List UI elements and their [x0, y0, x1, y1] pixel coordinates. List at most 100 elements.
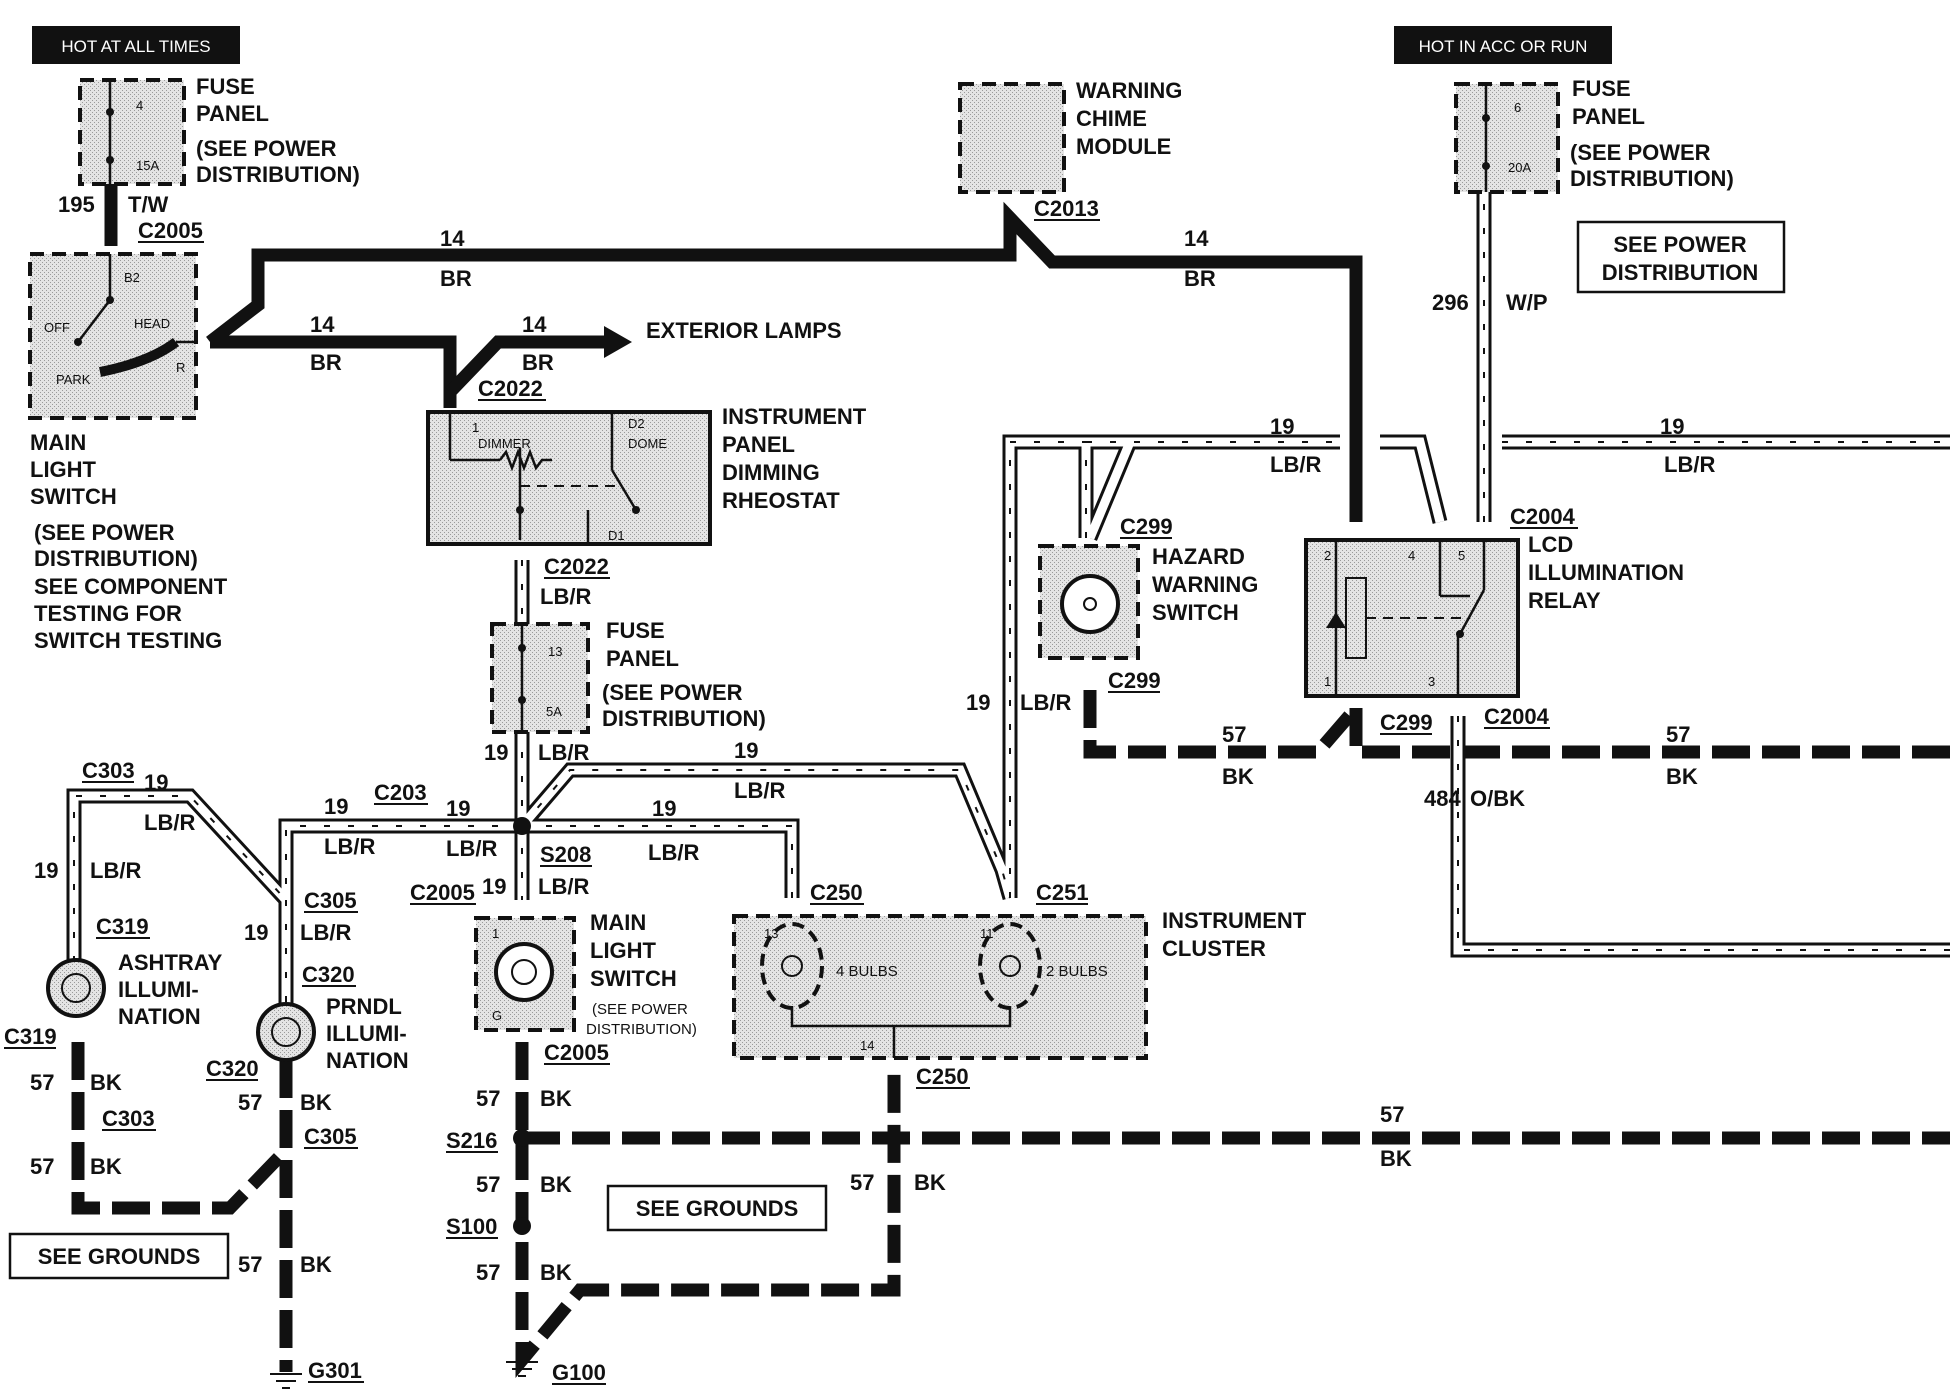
- svg-text:1: 1: [492, 926, 499, 941]
- svg-text:19: 19: [966, 690, 990, 715]
- svg-text:CLUSTER: CLUSTER: [1162, 936, 1266, 961]
- svg-text:DIMMER: DIMMER: [478, 436, 531, 451]
- ground-g301-icon: [270, 1373, 302, 1389]
- svg-text:SWITCH TESTING: SWITCH TESTING: [34, 628, 222, 653]
- warning-chime-module: [958, 82, 1066, 194]
- svg-text:15A: 15A: [136, 158, 159, 173]
- svg-text:S208: S208: [540, 842, 591, 867]
- main-light-switch-lower-label: MAIN LIGHT SWITCH (SEE POWER DISTRIBUTIO…: [586, 910, 697, 1038]
- svg-text:CHIME: CHIME: [1076, 106, 1147, 131]
- svg-text:G100: G100: [552, 1360, 606, 1385]
- svg-text:57: 57: [30, 1154, 54, 1179]
- svg-text:C203: C203: [374, 780, 427, 805]
- svg-text:BK: BK: [300, 1252, 332, 1277]
- svg-text:DIMMING: DIMMING: [722, 460, 820, 485]
- svg-text:INSTRUMENT: INSTRUMENT: [1162, 908, 1307, 933]
- svg-text:57: 57: [476, 1172, 500, 1197]
- svg-text:LB/R: LB/R: [648, 840, 699, 865]
- svg-text:57: 57: [476, 1086, 500, 1111]
- svg-text:D1: D1: [608, 528, 625, 543]
- svg-text:14: 14: [310, 312, 335, 337]
- svg-text:LB/R: LB/R: [734, 778, 785, 803]
- svg-text:C299: C299: [1108, 668, 1161, 693]
- svg-text:C250: C250: [810, 880, 863, 905]
- ground-g100-icon: [506, 1361, 538, 1377]
- svg-text:DISTRIBUTION): DISTRIBUTION): [34, 546, 198, 571]
- svg-text:19: 19: [1660, 414, 1684, 439]
- svg-text:296: 296: [1432, 290, 1469, 315]
- lcd-illumination-relay-label: LCD ILLUMINATION RELAY: [1528, 532, 1684, 613]
- svg-text:C319: C319: [96, 914, 149, 939]
- svg-text:LB/R: LB/R: [1020, 690, 1071, 715]
- svg-text:LIGHT: LIGHT: [30, 457, 97, 482]
- svg-text:BK: BK: [540, 1172, 572, 1197]
- svg-text:RELAY: RELAY: [1528, 588, 1601, 613]
- svg-text:1: 1: [1324, 674, 1331, 689]
- warning-chime-label: WARNING CHIME MODULE: [1076, 78, 1182, 159]
- svg-text:3: 3: [1428, 674, 1435, 689]
- svg-text:13: 13: [764, 926, 778, 941]
- ashtray-illumination-bulb: [46, 958, 106, 1018]
- svg-text:SEE GROUNDS: SEE GROUNDS: [636, 1196, 799, 1221]
- svg-text:LB/R: LB/R: [1664, 452, 1715, 477]
- svg-text:C2004: C2004: [1484, 704, 1550, 729]
- svg-text:57: 57: [1666, 722, 1690, 747]
- svg-text:4: 4: [136, 98, 143, 113]
- svg-text:1: 1: [472, 420, 479, 435]
- svg-text:D2: D2: [628, 416, 645, 431]
- svg-text:G: G: [492, 1008, 502, 1023]
- svg-text:G301: G301: [308, 1358, 362, 1383]
- svg-text:HOT AT ALL TIMES: HOT AT ALL TIMES: [61, 37, 210, 56]
- svg-text:ASHTRAY: ASHTRAY: [118, 950, 223, 975]
- svg-text:14: 14: [522, 312, 547, 337]
- svg-text:C305: C305: [304, 888, 357, 913]
- svg-text:DISTRIBUTION): DISTRIBUTION): [586, 1021, 697, 1038]
- svg-text:DISTRIBUTION): DISTRIBUTION): [602, 706, 766, 731]
- svg-text:11: 11: [980, 926, 994, 941]
- splice-s216: [513, 1129, 531, 1147]
- svg-text:BK: BK: [90, 1154, 122, 1179]
- svg-text:MODULE: MODULE: [1076, 134, 1171, 159]
- svg-text:6: 6: [1514, 100, 1521, 115]
- svg-text:S100: S100: [446, 1214, 497, 1239]
- svg-text:LB/R: LB/R: [1270, 452, 1321, 477]
- svg-text:C2022: C2022: [544, 554, 609, 579]
- svg-text:4 BULBS: 4 BULBS: [836, 963, 898, 980]
- fuse-panel-right: 6 20A: [1454, 82, 1560, 194]
- svg-text:C320: C320: [302, 962, 355, 987]
- svg-text:OFF: OFF: [44, 320, 70, 335]
- svg-text:5: 5: [1458, 548, 1465, 563]
- svg-text:C250: C250: [916, 1064, 969, 1089]
- prndl-illumination-label: PRNDL ILLUMI- NATION: [326, 994, 409, 1073]
- svg-text:C305: C305: [304, 1124, 357, 1149]
- svg-text:LB/R: LB/R: [446, 836, 497, 861]
- svg-text:BK: BK: [1380, 1146, 1412, 1171]
- fuse-panel-right-label: FUSE PANEL (SEE POWER DISTRIBUTION): [1570, 76, 1734, 191]
- connector-labels: C2005 C2013 C2022 C2022 C2004 C2004 C299…: [4, 196, 1578, 1385]
- svg-text:DISTRIBUTION: DISTRIBUTION: [1602, 260, 1758, 285]
- svg-text:RHEOSTAT: RHEOSTAT: [722, 488, 840, 513]
- svg-text:BK: BK: [914, 1170, 946, 1195]
- svg-text:SWITCH: SWITCH: [590, 966, 677, 991]
- svg-text:HEAD: HEAD: [134, 316, 170, 331]
- svg-text:C2004: C2004: [1510, 504, 1576, 529]
- svg-text:BK: BK: [300, 1090, 332, 1115]
- svg-text:LB/R: LB/R: [540, 584, 591, 609]
- hazard-warning-switch: [1038, 544, 1140, 660]
- svg-text:BR: BR: [310, 350, 342, 375]
- svg-text:LB/R: LB/R: [144, 810, 195, 835]
- svg-text:DISTRIBUTION): DISTRIBUTION): [196, 162, 360, 187]
- svg-text:19: 19: [446, 796, 470, 821]
- svg-text:MAIN: MAIN: [30, 430, 86, 455]
- svg-text:19: 19: [34, 858, 58, 883]
- svg-text:57: 57: [1222, 722, 1246, 747]
- svg-text:19: 19: [484, 740, 508, 765]
- svg-text:BR: BR: [522, 350, 554, 375]
- svg-text:19: 19: [244, 920, 268, 945]
- svg-text:HOT IN ACC OR RUN: HOT IN ACC OR RUN: [1419, 37, 1588, 56]
- hazard-warning-switch-label: HAZARD WARNING SWITCH: [1152, 544, 1258, 625]
- svg-text:PANEL: PANEL: [722, 432, 795, 457]
- svg-text:LB/R: LB/R: [324, 834, 375, 859]
- svg-text:19: 19: [144, 770, 168, 795]
- fuse-panel-middle: 13 5A: [490, 622, 590, 734]
